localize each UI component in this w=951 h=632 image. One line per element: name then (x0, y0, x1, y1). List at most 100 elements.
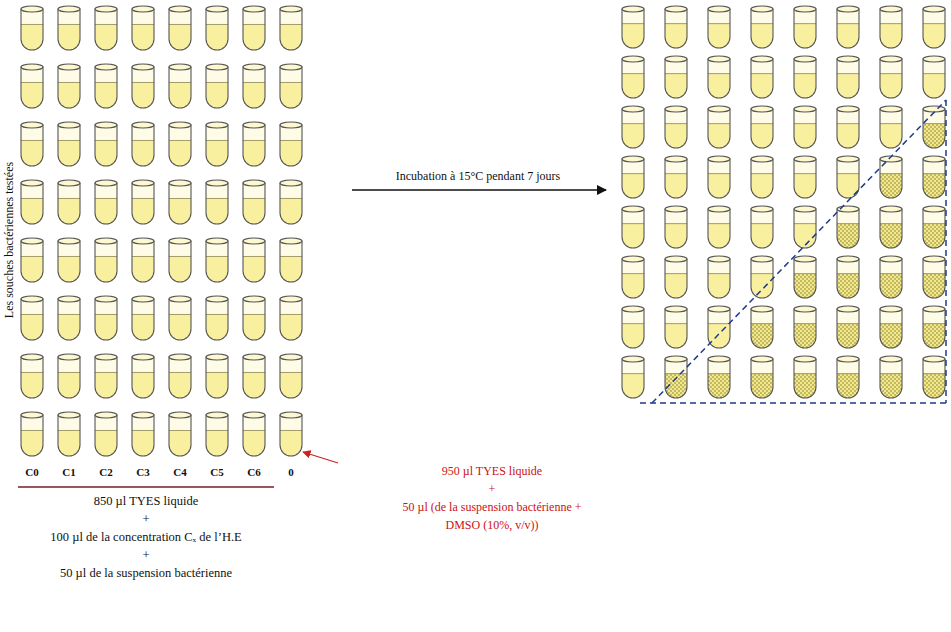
tube-rim (280, 238, 302, 244)
tube-glass (95, 183, 117, 224)
tube-rim (837, 56, 859, 62)
tube-rim (837, 356, 859, 362)
liquid-level (280, 198, 302, 199)
tube-outline (794, 209, 816, 248)
liquid-level (169, 82, 191, 83)
tube-glass (837, 309, 859, 348)
tube-glass (923, 259, 945, 298)
test-tube (206, 6, 228, 50)
test-tube (21, 122, 43, 166)
test-tube (243, 122, 265, 166)
tube-outline (622, 209, 644, 248)
tube-glass (665, 159, 687, 198)
tube-outline (880, 309, 902, 348)
tube-glass (880, 209, 902, 248)
tube-glass (206, 183, 228, 224)
liquid-level (665, 223, 687, 224)
liquid-level (280, 24, 302, 25)
liquid-level (923, 173, 945, 174)
tube-outline (58, 125, 80, 166)
test-tube (58, 238, 80, 282)
tube-glass (923, 9, 945, 48)
tube-outline (58, 183, 80, 224)
liquid-level (243, 256, 265, 257)
tube-outline (280, 241, 302, 282)
tube-rim (622, 106, 644, 112)
tube-outline (206, 183, 228, 224)
tube-rim (169, 122, 191, 128)
tube-outline (169, 357, 191, 398)
tube-outline (751, 109, 773, 148)
tube-outline (58, 241, 80, 282)
liquid-level (58, 140, 80, 141)
test-tube (622, 6, 644, 48)
tube-glass (708, 109, 730, 148)
tube-outline (837, 359, 859, 398)
liquid-level (665, 123, 687, 124)
liquid-level (132, 198, 154, 199)
tube-rim (206, 180, 228, 186)
tube-glass (95, 299, 117, 340)
liquid-level (708, 123, 730, 124)
liquid-level (206, 256, 228, 257)
tube-glass (95, 9, 117, 50)
test-tube (132, 296, 154, 340)
concentration-label: C2 (99, 466, 112, 478)
liquid-level (880, 123, 902, 124)
tube-glass (923, 159, 945, 198)
tube-rim (751, 206, 773, 212)
tube-outline (880, 9, 902, 48)
test-tube (58, 180, 80, 224)
test-tube (880, 6, 902, 48)
test-tube (923, 6, 945, 48)
tube-outline (837, 259, 859, 298)
tube-outline (95, 299, 117, 340)
tube-rim (837, 306, 859, 312)
tube-glass (837, 209, 859, 248)
tube-glass (665, 209, 687, 248)
tube-glass (169, 299, 191, 340)
tube-rim (751, 306, 773, 312)
liquid-level (169, 314, 191, 315)
test-tube (837, 6, 859, 48)
tube-rim (243, 238, 265, 244)
liquid-level (837, 223, 859, 224)
liquid-level (622, 273, 644, 274)
test-tube (206, 354, 228, 398)
tube-outline (280, 125, 302, 166)
tube-rim (21, 354, 43, 360)
tube-outline (58, 67, 80, 108)
tube-outline (243, 415, 265, 456)
tube-rim (708, 6, 730, 12)
liquid-level (280, 82, 302, 83)
liquid-level (169, 24, 191, 25)
liquid-level (132, 372, 154, 373)
tube-outline (708, 109, 730, 148)
tube-rim (923, 306, 945, 312)
tube-outline (58, 357, 80, 398)
tube-outline (95, 241, 117, 282)
test-tube (280, 64, 302, 108)
liquid-level (206, 198, 228, 199)
tube-glass (243, 241, 265, 282)
test-tube (751, 6, 773, 48)
test-tube (665, 356, 687, 398)
liquid-level (794, 23, 816, 24)
tube-rim (58, 122, 80, 128)
tube-glass (206, 125, 228, 166)
liquid-level (622, 373, 644, 374)
tube-rim (95, 6, 117, 12)
tube-glass (837, 9, 859, 48)
tube-outline (21, 241, 43, 282)
tube-glass (622, 309, 644, 348)
tube-rim (280, 64, 302, 70)
liquid-level (21, 82, 43, 83)
tube-rim (665, 306, 687, 312)
liquid-level (665, 23, 687, 24)
tube-glass (95, 357, 117, 398)
tube-rim (923, 356, 945, 362)
tube-rim (58, 354, 80, 360)
tube-outline (58, 415, 80, 456)
liquid-level (243, 430, 265, 431)
test-tube (665, 6, 687, 48)
